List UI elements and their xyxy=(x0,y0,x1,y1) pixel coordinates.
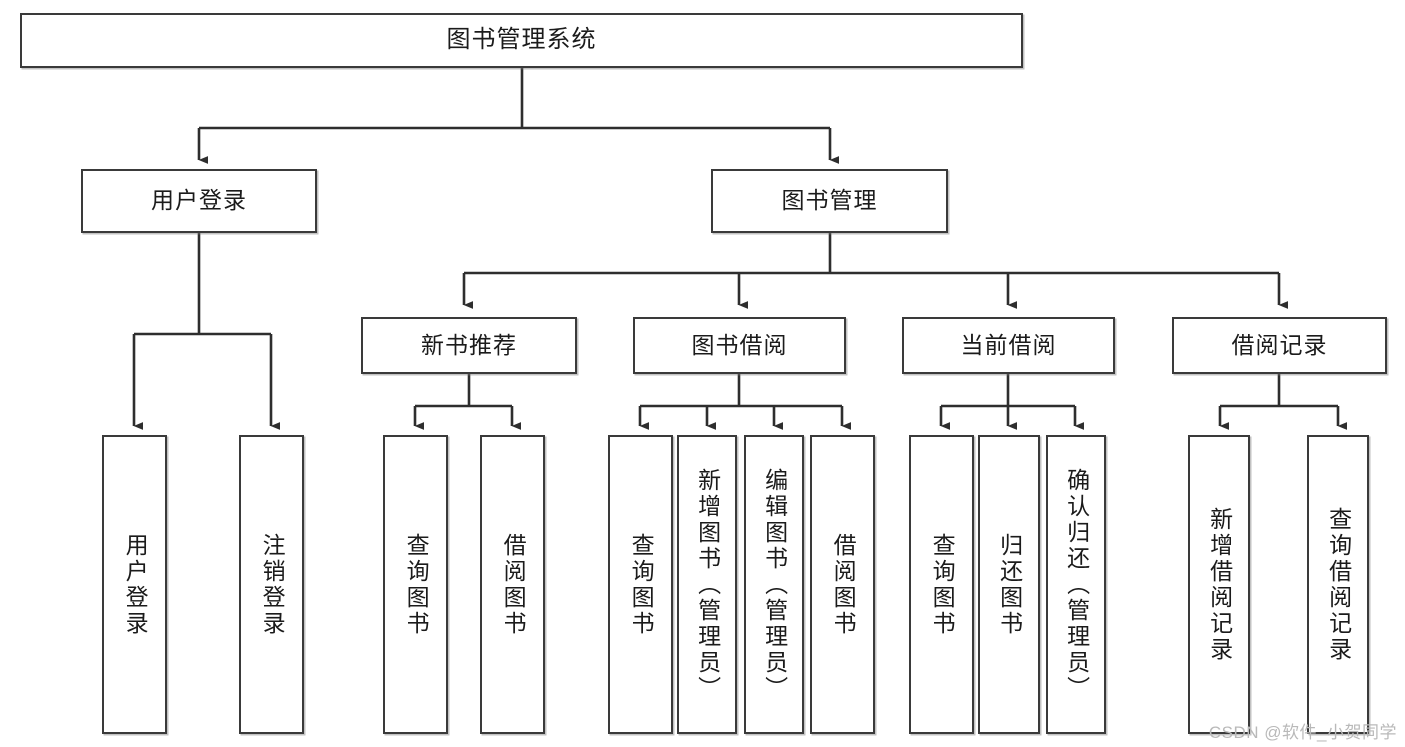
leaf-new-book-query[interactable]: 查询图书 xyxy=(383,435,448,734)
leaf-record-add-record-label: 新增借阅记录 xyxy=(1206,506,1233,663)
node-current-borrow-label: 当前借阅 xyxy=(960,331,1057,358)
leaf-current-confirm-return-admin-label: 确认归还（管理员） xyxy=(1063,467,1090,702)
leaf-new-book-query-label: 查询图书 xyxy=(403,532,430,637)
node-new-book-recommend[interactable]: 新书推荐 xyxy=(361,317,577,374)
leaf-borrow-add-book-admin[interactable]: 新增图书（管理员） xyxy=(677,435,737,734)
leaf-user-login-signout-label: 注销登录 xyxy=(259,532,286,637)
node-current-borrow[interactable]: 当前借阅 xyxy=(902,317,1115,374)
node-borrow-record-label: 借阅记录 xyxy=(1231,331,1328,358)
leaf-user-login-signin-label: 用户登录 xyxy=(122,532,149,637)
leaf-current-confirm-return-admin[interactable]: 确认归还（管理员） xyxy=(1046,435,1106,734)
leaf-borrow-borrow-book-label: 借阅图书 xyxy=(830,532,857,637)
leaf-current-query-book-label: 查询图书 xyxy=(929,532,956,637)
leaf-new-book-borrow-label: 借阅图书 xyxy=(500,532,527,637)
leaf-user-login-signout[interactable]: 注销登录 xyxy=(239,435,304,734)
leaf-new-book-borrow[interactable]: 借阅图书 xyxy=(480,435,545,734)
leaf-borrow-add-book-admin-label: 新增图书（管理员） xyxy=(694,467,721,702)
leaf-record-query-record-label: 查询借阅记录 xyxy=(1325,506,1352,663)
leaf-current-query-book[interactable]: 查询图书 xyxy=(909,435,974,734)
node-book-borrow-label: 图书借阅 xyxy=(691,331,788,358)
leaf-borrow-query-book[interactable]: 查询图书 xyxy=(608,435,673,734)
leaf-current-return-book[interactable]: 归还图书 xyxy=(978,435,1040,734)
leaf-borrow-edit-book-admin[interactable]: 编辑图书（管理员） xyxy=(744,435,804,734)
leaf-user-login-signin[interactable]: 用户登录 xyxy=(102,435,167,734)
node-book-management-label: 图书管理 xyxy=(781,187,878,214)
leaf-record-add-record[interactable]: 新增借阅记录 xyxy=(1188,435,1250,734)
node-root-label: 图书管理系统 xyxy=(446,26,597,54)
leaf-current-return-book-label: 归还图书 xyxy=(996,532,1023,637)
node-book-borrow[interactable]: 图书借阅 xyxy=(633,317,846,374)
leaf-borrow-query-book-label: 查询图书 xyxy=(628,532,655,637)
watermark: CSDN @软件_小贺同学 xyxy=(1208,723,1397,742)
node-user-login-label: 用户登录 xyxy=(151,187,247,214)
leaf-borrow-borrow-book[interactable]: 借阅图书 xyxy=(810,435,875,734)
node-book-management[interactable]: 图书管理 xyxy=(711,169,948,233)
node-new-book-recommend-label: 新书推荐 xyxy=(421,331,517,358)
node-borrow-record[interactable]: 借阅记录 xyxy=(1172,317,1387,374)
leaf-borrow-edit-book-admin-label: 编辑图书（管理员） xyxy=(761,467,788,702)
leaf-record-query-record[interactable]: 查询借阅记录 xyxy=(1307,435,1369,734)
node-user-login[interactable]: 用户登录 xyxy=(81,169,317,233)
node-root[interactable]: 图书管理系统 xyxy=(20,13,1023,68)
